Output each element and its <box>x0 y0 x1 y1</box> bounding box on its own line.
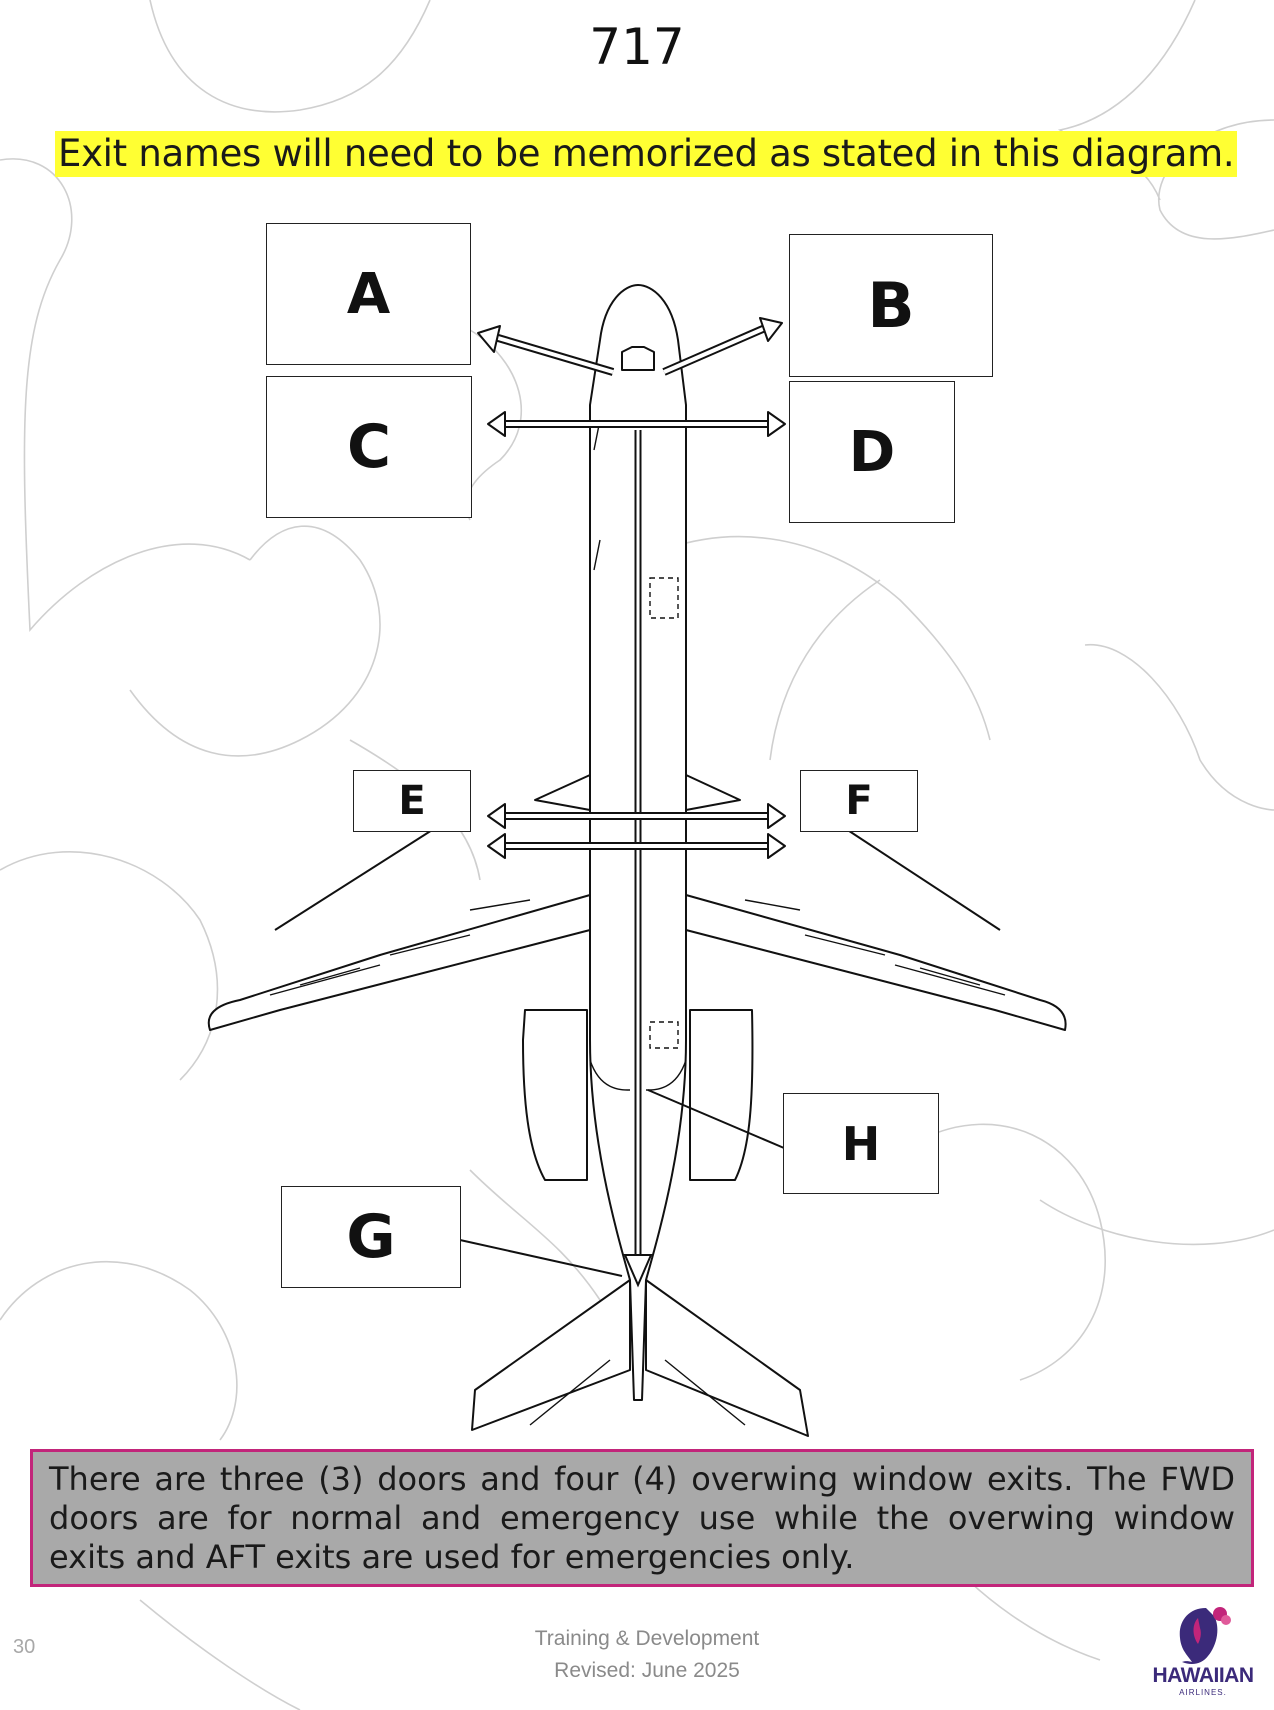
exit-label-g: G <box>281 1186 461 1288</box>
logo-subtext: AIRLINES. <box>1179 1688 1227 1697</box>
exit-label-h: H <box>783 1093 939 1194</box>
footer-revision: Revised: June 2025 <box>554 1659 740 1682</box>
page-number: 30 <box>13 1636 36 1658</box>
logo-wordmark: HAWAIIAN <box>1152 1664 1255 1687</box>
exit-label-b: B <box>789 234 993 377</box>
leader-line-h <box>647 1089 785 1149</box>
left-wing <box>207 824 591 1031</box>
leader-line-g <box>459 1239 623 1277</box>
page-title: 717 <box>589 18 685 76</box>
hawaiian-airlines-logo-icon <box>1179 1607 1231 1664</box>
footer-department: Training & Development <box>534 1627 760 1650</box>
right-wing <box>685 824 1067 1031</box>
instruction-text: Exit names will need to be memorized as … <box>55 131 1238 177</box>
exit-label-f: F <box>800 770 918 832</box>
exit-label-a: A <box>266 223 471 365</box>
exit-label-e: E <box>353 770 471 832</box>
info-callout: There are three (3) doors and four (4) o… <box>30 1449 1254 1587</box>
exit-arrows <box>477 317 786 859</box>
exit-label-c: C <box>266 376 472 518</box>
exit-label-d: D <box>789 381 955 523</box>
